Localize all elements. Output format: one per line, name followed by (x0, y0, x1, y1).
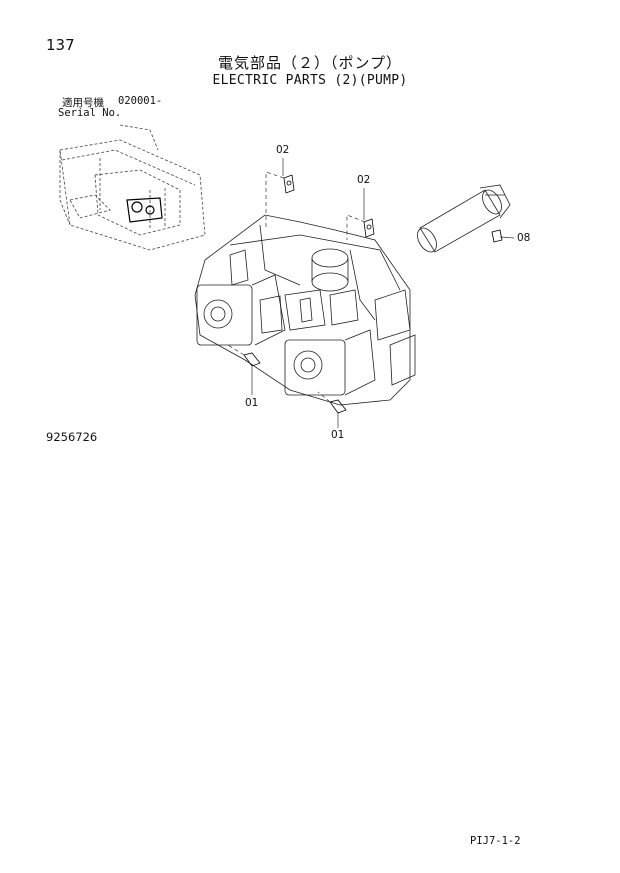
drawing-number: 9256726 (46, 430, 98, 444)
callout-01-left: 01 (245, 397, 259, 409)
page-number: 137 (46, 36, 75, 54)
sensor-02-right (363, 218, 375, 238)
serial-label-japanese: 適用号機 (62, 97, 104, 109)
footer-code: PIJ7-1-2 (470, 835, 521, 847)
main-pump-assembly (194, 214, 416, 406)
serial-value: 020001- (118, 95, 163, 107)
callout-08: 08 (517, 232, 531, 244)
leader-lines (251, 158, 515, 428)
callout-02-left: 02 (276, 144, 290, 156)
page-title-english: ELECTRIC PARTS (2)(PUMP) (212, 73, 408, 88)
sensor-01-left (243, 352, 261, 367)
machine-thumbnail (59, 124, 206, 251)
serial-label-english: Serial No. (58, 107, 122, 119)
sensor-08 (491, 229, 503, 243)
pump-thumbnail-highlight (126, 197, 163, 223)
page-title-japanese: 電気部品（２）（ポンプ） (217, 54, 403, 72)
sensor-02-left (283, 174, 295, 194)
filter-cylinder (417, 184, 511, 253)
callout-01-right: 01 (331, 429, 345, 441)
sensor-01-right (329, 399, 347, 414)
dashed-guides (227, 171, 366, 403)
callout-02-right: 02 (357, 174, 371, 186)
